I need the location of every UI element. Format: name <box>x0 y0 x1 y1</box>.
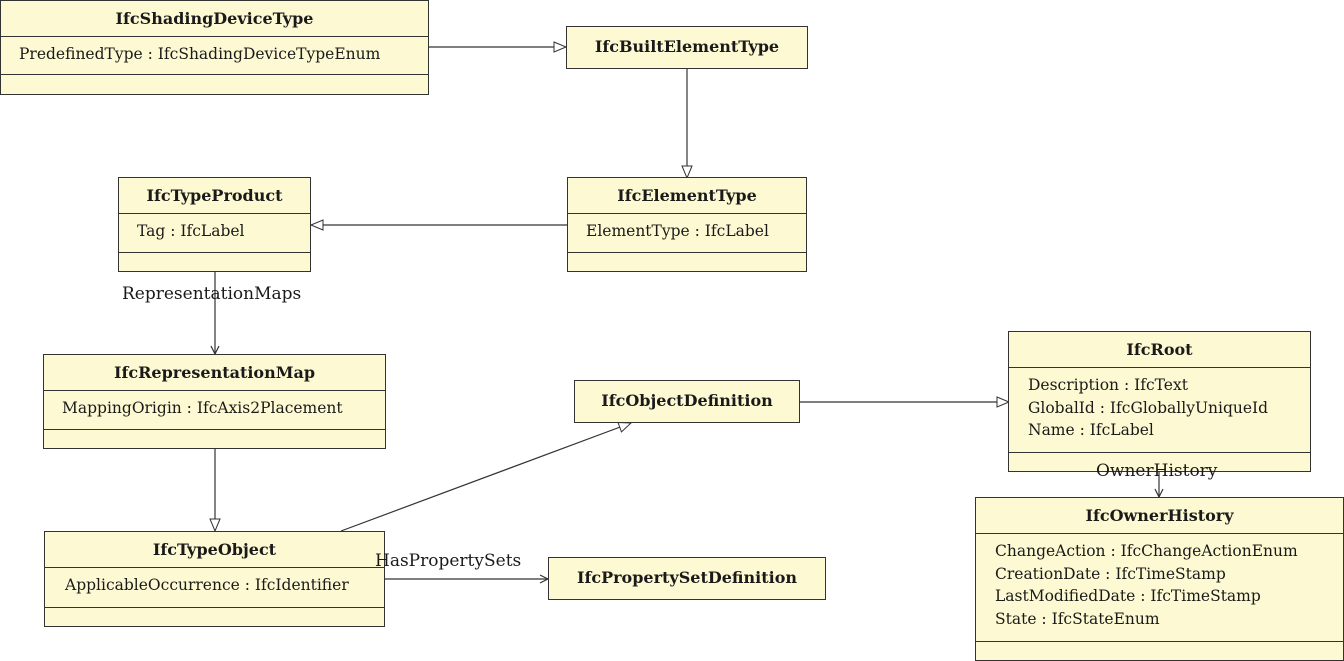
class-ifcbuiltelementtype[interactable]: IfcBuiltElementType <box>566 26 808 69</box>
attribute: ApplicableOccurrence : IfcIdentifier <box>65 576 349 594</box>
attribute: GlobalId : IfcGloballyUniqueId <box>1028 398 1269 417</box>
class-attributes: ChangeAction : IfcChangeActionEnum Creat… <box>976 534 1343 642</box>
class-name: IfcShadingDeviceType <box>1 1 428 37</box>
class-attributes: PredefinedType : IfcShadingDeviceTypeEnu… <box>1 37 428 75</box>
attribute: CreationDate : IfcTimeStamp <box>995 564 1226 583</box>
class-attributes: ApplicableOccurrence : IfcIdentifier <box>45 568 384 608</box>
class-name: IfcTypeObject <box>45 532 384 568</box>
class-ifcroot[interactable]: IfcRoot Description : IfcText GlobalId :… <box>1008 331 1311 472</box>
class-ifcownerhistory[interactable]: IfcOwnerHistory ChangeAction : IfcChange… <box>975 497 1344 661</box>
label-representation-maps: RepresentationMaps <box>122 284 302 304</box>
class-name: IfcTypeProduct <box>119 178 310 214</box>
class-ifcrepresentationmap[interactable]: IfcRepresentationMap MappingOrigin : Ifc… <box>43 354 386 449</box>
attribute: Description : IfcText <box>1028 376 1188 394</box>
class-ifcelementtype[interactable]: IfcElementType ElementType : IfcLabel <box>567 177 807 272</box>
class-name: IfcBuiltElementType <box>594 37 780 56</box>
label-has-property-sets: HasPropertySets <box>375 551 522 571</box>
class-name: IfcElementType <box>568 178 806 214</box>
class-attributes: Tag : IfcLabel <box>119 214 310 253</box>
class-attributes: Description : IfcText GlobalId : IfcGlob… <box>1009 368 1310 453</box>
class-name: IfcPropertySetDefinition <box>576 568 798 587</box>
attribute: PredefinedType : IfcShadingDeviceTypeEnu… <box>19 45 381 63</box>
attribute: Tag : IfcLabel <box>137 222 245 240</box>
attribute: Name : IfcLabel <box>1028 421 1154 439</box>
attribute: LastModifiedDate : IfcTimeStamp <box>995 587 1261 605</box>
class-ifcshadingdevicetype[interactable]: IfcShadingDeviceType PredefinedType : If… <box>0 0 429 95</box>
generalization-typeobject-to-objdef <box>340 423 631 532</box>
class-name: IfcRoot <box>1009 332 1310 368</box>
class-ifctypeobject[interactable]: IfcTypeObject ApplicableOccurrence : Ifc… <box>44 531 385 627</box>
class-ifcpropertysetdefinition[interactable]: IfcPropertySetDefinition <box>548 557 826 600</box>
class-name: IfcRepresentationMap <box>44 355 385 391</box>
attribute: ChangeAction : IfcChangeActionEnum <box>995 542 1298 560</box>
attribute: MappingOrigin : IfcAxis2Placement <box>62 399 343 417</box>
class-ifcobjectdefinition[interactable]: IfcObjectDefinition <box>574 380 800 423</box>
class-attributes: MappingOrigin : IfcAxis2Placement <box>44 391 385 430</box>
class-ifctypeproduct[interactable]: IfcTypeProduct Tag : IfcLabel <box>118 177 311 272</box>
class-attributes: ElementType : IfcLabel <box>568 214 806 253</box>
class-name: IfcObjectDefinition <box>601 391 773 410</box>
attribute: ElementType : IfcLabel <box>586 222 769 240</box>
label-owner-history: OwnerHistory <box>1096 461 1218 481</box>
class-name: IfcOwnerHistory <box>976 498 1343 534</box>
attribute: State : IfcStateEnum <box>995 609 1160 628</box>
